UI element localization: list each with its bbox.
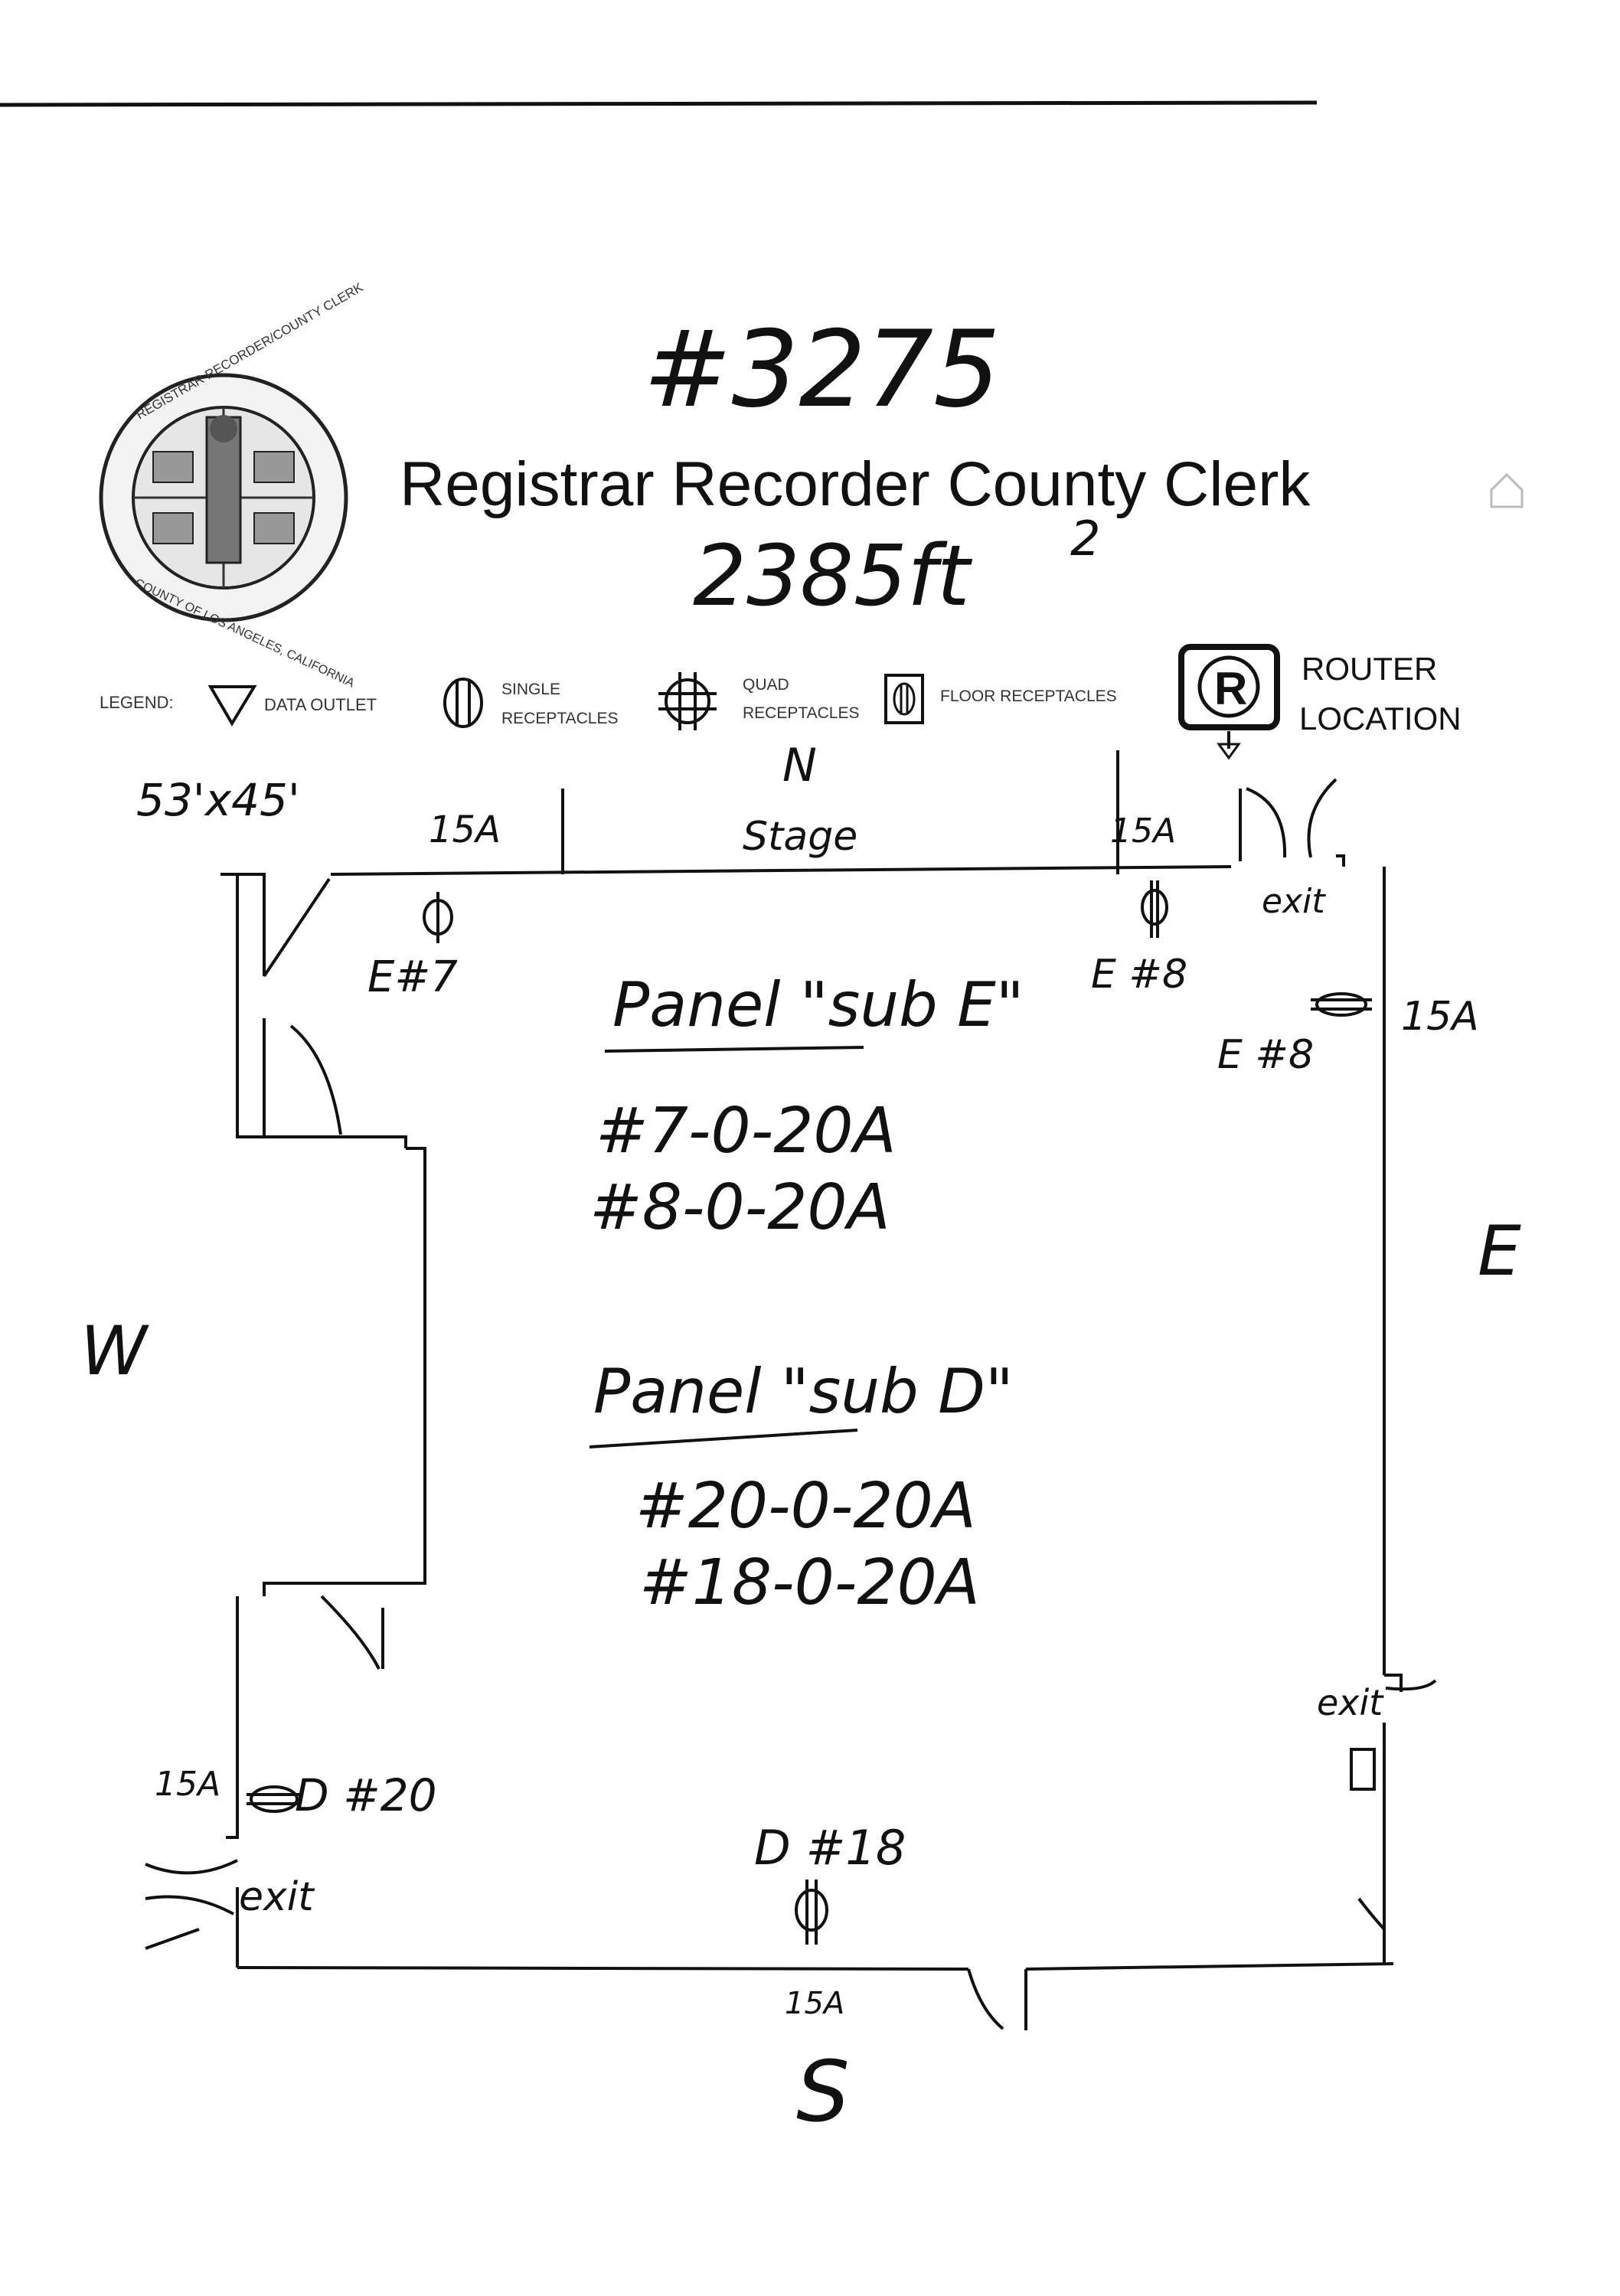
legend-single-1: SINGLE [501,681,560,698]
room-dimensions: 53'x45' [136,774,300,826]
area-superscript: 2 [1070,511,1100,567]
exit-bottom-left: exit [239,1874,315,1920]
handwritten-id: #3275 [643,308,1001,431]
panel-d-title: Panel "sub D" [593,1356,1014,1427]
receptacle-e8-right-label: E #8 [1217,1032,1314,1078]
panel-e-line2: #8-0-20A [590,1171,890,1244]
panel-d-line1: #20-0-20A [635,1470,976,1543]
receptacle-e7-icon [423,892,453,943]
receptacle-d20-icon [247,1785,300,1813]
receptacle-d20-label: D #20 [295,1769,437,1821]
quad-receptacle-icon [658,672,717,730]
exit-right: exit [1317,1682,1384,1723]
north-label: N [782,739,817,792]
legend-single-2: RECEPTACLES [501,710,619,727]
single-receptacle-icon [443,678,483,728]
legend-quad-1: QUAD [743,676,789,694]
receptacle-e8-right-icon [1311,992,1372,1017]
panel-e-line1: #7-0-20A [596,1095,897,1168]
panel-e-title: Panel "sub E" [612,969,1024,1040]
east-label: E [1478,1211,1521,1292]
legend-floor: FLOOR RECEPTACLES [940,687,1117,705]
legend-router-1: ROUTER [1302,651,1437,687]
top-border-line [0,100,1318,107]
receptacle-e7-label: E#7 [367,952,458,1002]
legend-router-2: LOCATION [1299,701,1462,736]
floor-receptacle-icon [884,674,924,724]
amp-top-right: 15A [1110,812,1176,851]
panel-d-underline [589,1429,858,1448]
room-walls [145,750,1437,2030]
amp-right: 15A [1401,994,1479,1040]
router-letter: R [1214,663,1247,714]
exit-top-right: exit [1262,882,1326,921]
panel-e-underline [604,1046,864,1053]
stage-label: Stage [743,814,857,860]
amp-bottom: 15A [785,1986,844,2021]
legend-data-outlet: DATA OUTLET [264,695,377,714]
data-outlet-icon [207,685,257,727]
router-location-icon [1178,644,1280,760]
home-icon [1490,472,1524,508]
receptacle-e8-top-label: E #8 [1091,952,1187,998]
amp-left: 15A [155,1765,220,1804]
west-label: W [80,1311,149,1390]
county-seal: REGISTRAR RECORDER/COUNTY CLERK COUNTY O… [99,279,366,691]
amp-top-left: 15A [429,808,501,851]
receptacle-d18-icon [795,1880,828,1945]
legend-label: LEGEND: [100,693,174,712]
page-title: Registrar Recorder County Clerk [400,449,1311,519]
legend: LEGEND: DATA OUTLET SINGLE RECEPTACLES Q… [100,644,1462,760]
receptacle-d18-label: D #18 [754,1820,906,1876]
area-value: 2385ft [693,527,973,625]
receptacle-e8-top-icon [1141,880,1168,938]
legend-quad-2: RECEPTACLES [743,704,860,722]
panel-d-line2: #18-0-20A [639,1546,980,1619]
south-label: S [796,2043,850,2141]
